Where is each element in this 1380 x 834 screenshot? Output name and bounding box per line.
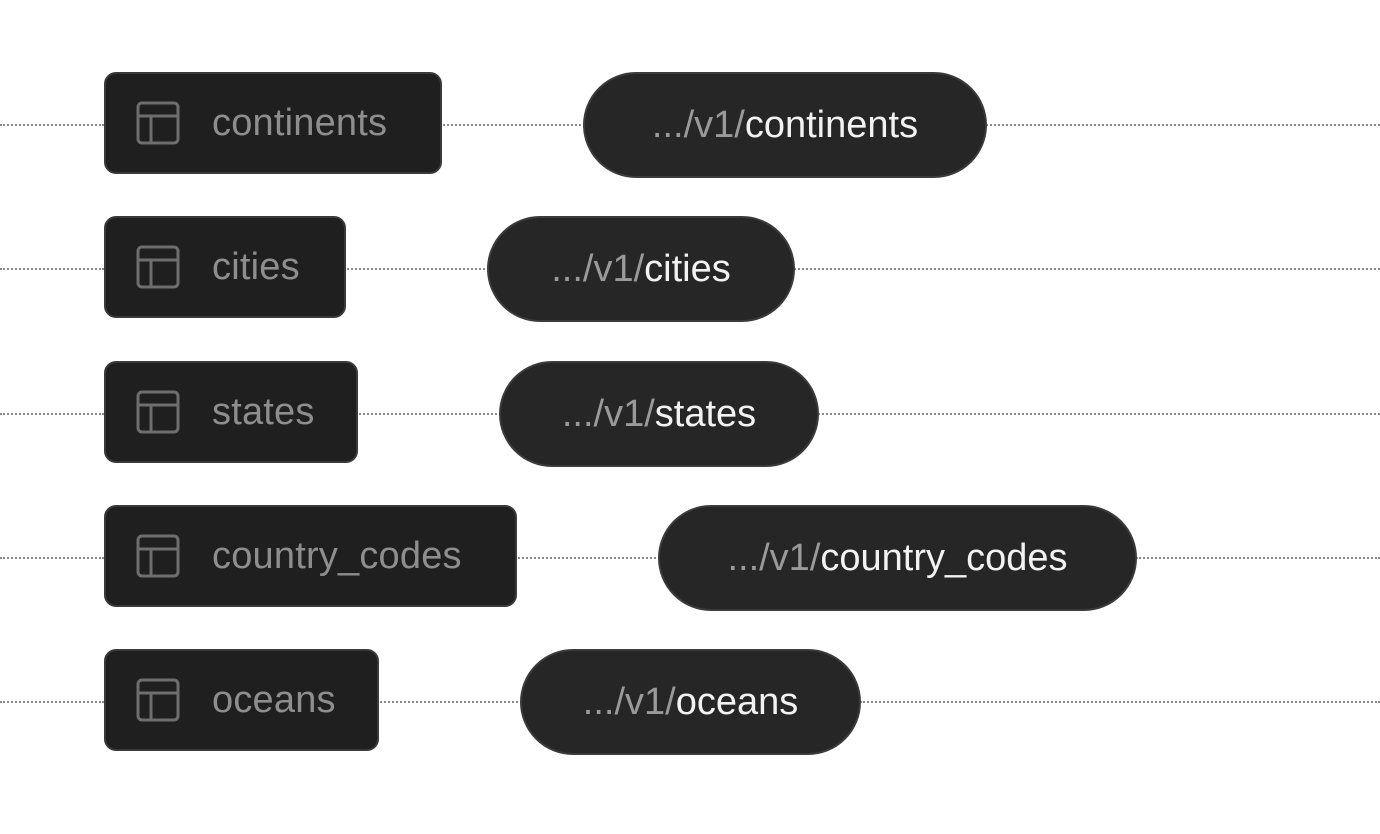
endpoint-prefix: .../v1/ bbox=[551, 247, 645, 290]
connector-line bbox=[986, 124, 1380, 126]
endpoint-pill-cities[interactable]: .../v1/cities bbox=[487, 216, 795, 322]
table-node-oceans[interactable]: oceans bbox=[104, 649, 379, 751]
diagram-row: oceans .../v1/oceans bbox=[0, 649, 1380, 755]
endpoint-name: continents bbox=[744, 103, 919, 146]
connector-line bbox=[515, 557, 660, 559]
connector-line bbox=[0, 268, 104, 270]
connector-line bbox=[0, 124, 104, 126]
diagram-row: cities .../v1/cities bbox=[0, 216, 1380, 322]
endpoint-name: cities bbox=[644, 247, 731, 290]
connector-line bbox=[356, 413, 501, 415]
endpoint-prefix: .../v1/ bbox=[651, 103, 745, 146]
diagram-row: states .../v1/states bbox=[0, 361, 1380, 467]
table-node-continents[interactable]: continents bbox=[104, 72, 442, 174]
table-name: country_codes bbox=[212, 534, 462, 577]
table-node-states[interactable]: states bbox=[104, 361, 358, 463]
table-name: continents bbox=[212, 101, 388, 144]
connector-line bbox=[440, 124, 585, 126]
connector-line bbox=[794, 268, 1380, 270]
table-node-cities[interactable]: cities bbox=[104, 216, 346, 318]
connector-line bbox=[1136, 557, 1380, 559]
table-name: states bbox=[212, 390, 315, 433]
endpoint-name: country_codes bbox=[820, 536, 1068, 579]
endpoint-pill-continents[interactable]: .../v1/continents bbox=[583, 72, 987, 178]
endpoint-pill-oceans[interactable]: .../v1/oceans bbox=[520, 649, 861, 755]
diagram-row: country_codes .../v1/country_codes bbox=[0, 505, 1380, 611]
table-icon bbox=[136, 678, 180, 722]
table-icon bbox=[136, 534, 180, 578]
endpoint-pill-country-codes[interactable]: .../v1/country_codes bbox=[658, 505, 1137, 611]
connector-line bbox=[0, 413, 104, 415]
table-node-country-codes[interactable]: country_codes bbox=[104, 505, 517, 607]
connector-line bbox=[818, 413, 1380, 415]
table-icon bbox=[136, 101, 180, 145]
connector-line bbox=[0, 701, 104, 703]
endpoint-name: oceans bbox=[675, 680, 799, 723]
connector-line bbox=[0, 557, 104, 559]
diagram-row: continents .../v1/continents bbox=[0, 72, 1380, 178]
connector-line bbox=[377, 701, 522, 703]
connector-line bbox=[860, 701, 1380, 703]
table-icon bbox=[136, 245, 180, 289]
table-icon bbox=[136, 390, 180, 434]
endpoint-prefix: .../v1/ bbox=[727, 536, 821, 579]
endpoint-prefix: .../v1/ bbox=[561, 392, 655, 435]
endpoint-prefix: .../v1/ bbox=[582, 680, 676, 723]
endpoint-pill-states[interactable]: .../v1/states bbox=[499, 361, 819, 467]
table-name: oceans bbox=[212, 678, 336, 721]
connector-line bbox=[344, 268, 489, 270]
endpoint-name: states bbox=[654, 392, 757, 435]
table-name: cities bbox=[212, 245, 300, 288]
